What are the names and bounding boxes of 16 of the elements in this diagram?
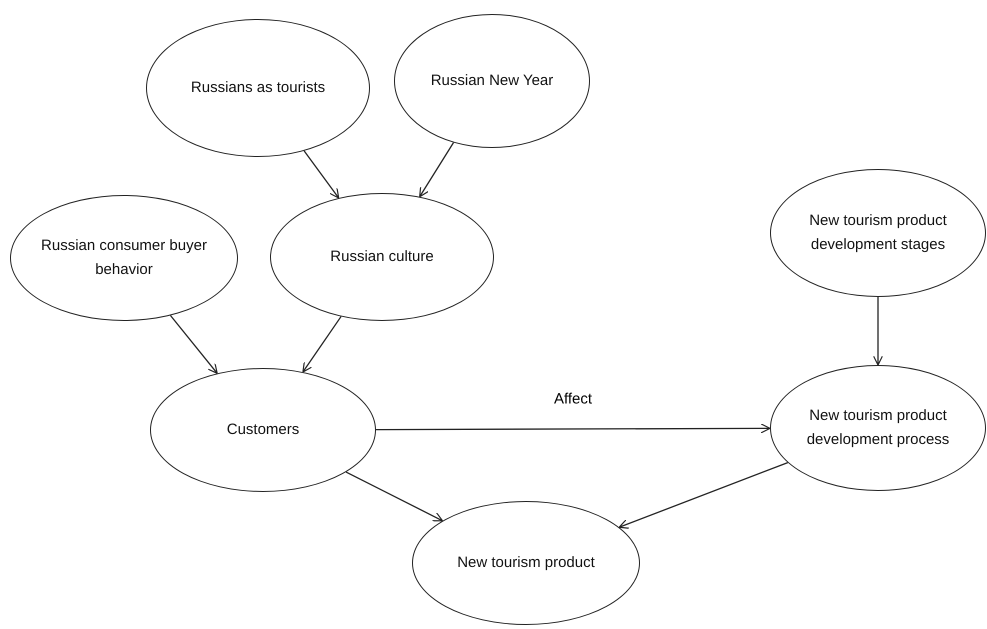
- arrow: [872, 297, 884, 366]
- node-label: New tourism product development stages: [808, 211, 948, 255]
- arrow: [304, 150, 340, 199]
- node-label: Customers: [226, 420, 300, 440]
- arrow: [302, 316, 342, 373]
- arrow: [346, 471, 444, 522]
- arrow: [170, 315, 218, 374]
- node-label: New tourism product development process: [806, 406, 950, 450]
- arrow: [376, 423, 771, 434]
- arrow: [618, 462, 788, 529]
- node-label: Russians as tourists: [190, 78, 326, 98]
- node-label: New tourism product: [457, 553, 595, 573]
- node-label: Russian consumer buyer behavior: [40, 236, 208, 280]
- node-label: Russian New Year: [430, 71, 554, 91]
- arrow: [419, 142, 454, 198]
- node-label: Russian culture: [330, 247, 434, 267]
